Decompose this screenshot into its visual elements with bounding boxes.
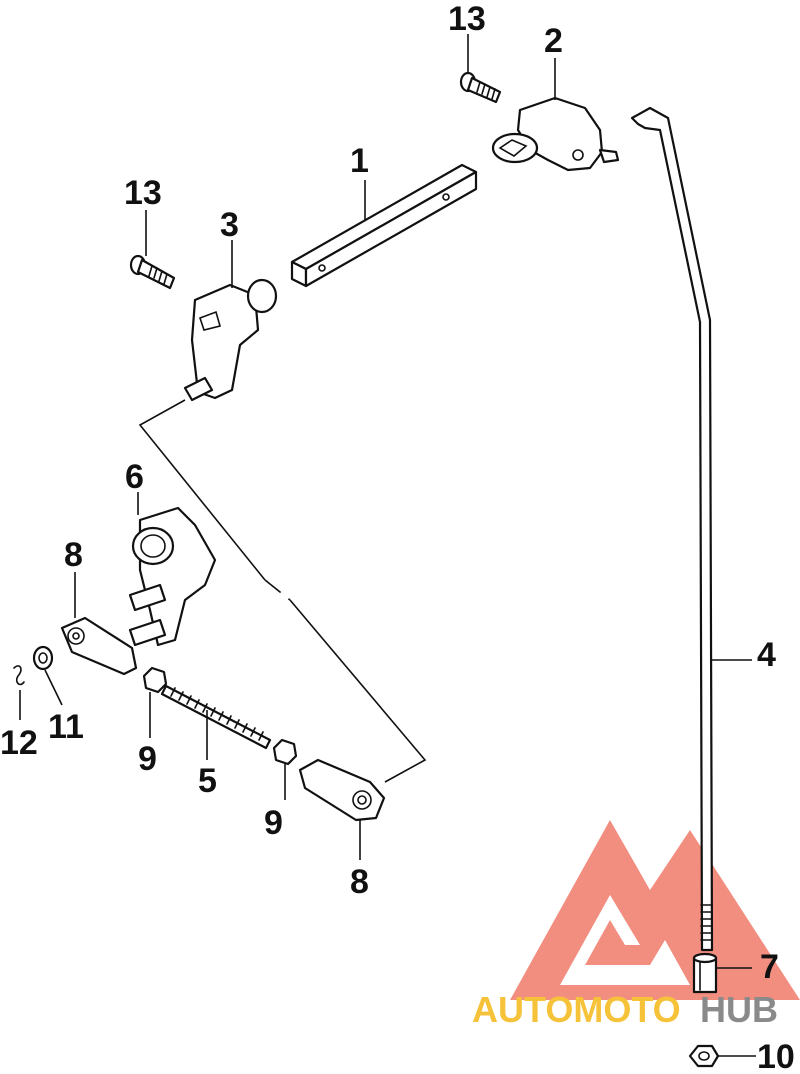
callout-12: 12 bbox=[0, 724, 38, 762]
part-11-washer bbox=[32, 645, 63, 706]
watermark-triangle-icon bbox=[510, 820, 800, 1000]
watermark-logo bbox=[510, 820, 800, 1000]
assembly-guide-lines bbox=[138, 399, 427, 783]
callout-5: 5 bbox=[198, 762, 217, 800]
callout-3: 3 bbox=[220, 206, 239, 244]
part-8-rod-end-left bbox=[60, 572, 138, 676]
callout-10: 10 bbox=[757, 1038, 795, 1074]
callout-7: 7 bbox=[760, 948, 779, 986]
part-5-threaded-rod bbox=[160, 684, 272, 760]
watermark-text: AUTOMOTO HUB bbox=[472, 989, 778, 1030]
callout-4: 4 bbox=[757, 636, 776, 674]
callout-8-right: 8 bbox=[350, 863, 369, 901]
callout-13-upper: 13 bbox=[448, 0, 486, 38]
watermark-text-right: HUB bbox=[700, 989, 778, 1030]
part-9-nut-left bbox=[142, 666, 168, 738]
part-4-long-rod bbox=[630, 106, 752, 952]
part-13-bolt-upper bbox=[459, 34, 502, 104]
part-6-bracket bbox=[128, 492, 217, 647]
callout-2: 2 bbox=[544, 22, 563, 60]
callout-1: 1 bbox=[350, 142, 369, 180]
callout-13-left: 13 bbox=[124, 174, 162, 212]
part-8-rod-end-right bbox=[298, 758, 386, 860]
callout-9-right: 9 bbox=[264, 804, 283, 842]
part-2-bracket bbox=[491, 58, 620, 172]
part-9-nut-right bbox=[272, 738, 298, 800]
part-13-bolt-left bbox=[129, 210, 176, 290]
part-7-coupler bbox=[692, 952, 752, 994]
callout-11: 11 bbox=[48, 708, 84, 746]
callout-9-left: 9 bbox=[138, 740, 157, 778]
callout-8-left: 8 bbox=[64, 536, 83, 574]
part-3-lever bbox=[183, 240, 278, 402]
watermark-text-left: AUTOMOTO bbox=[472, 989, 681, 1030]
callout-6: 6 bbox=[125, 458, 144, 496]
part-1-shaft bbox=[290, 163, 478, 288]
part-12-clip bbox=[13, 665, 25, 720]
part-10-nut bbox=[688, 1044, 756, 1068]
